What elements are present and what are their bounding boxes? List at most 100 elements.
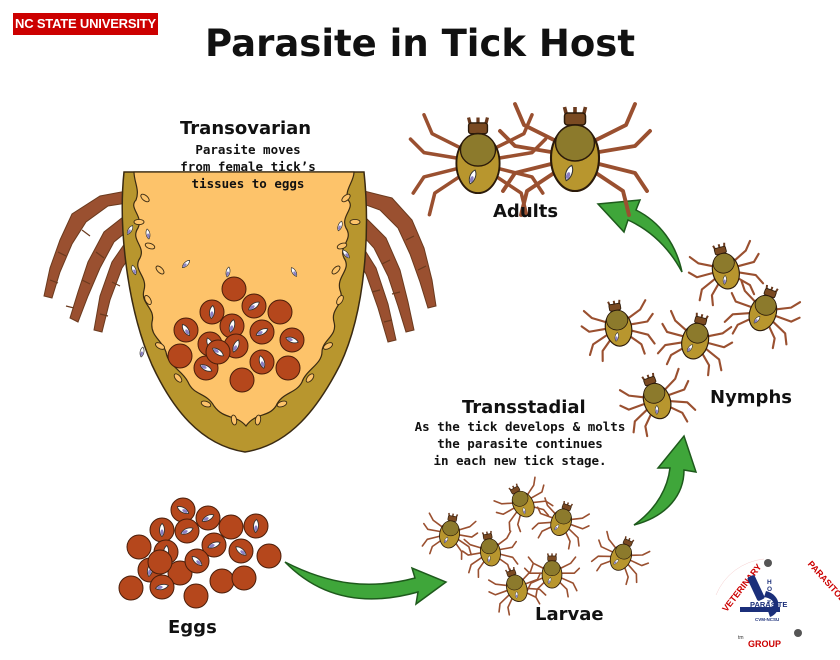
tick-leg <box>523 567 543 575</box>
tick-leg <box>532 506 550 517</box>
logo-bottom-text: GROUP <box>748 639 781 649</box>
tick-leg <box>582 309 607 324</box>
tick-leg <box>559 556 577 570</box>
egg <box>126 534 152 560</box>
university-logo: NC STATE UNIVERSITY <box>13 13 158 35</box>
parasite-nucleus <box>147 233 150 238</box>
tick-leg <box>524 572 542 585</box>
tissue-cell <box>155 342 165 350</box>
egg <box>221 276 247 302</box>
immature-tick <box>523 553 581 598</box>
tick-leg <box>499 540 518 551</box>
tick-leg <box>707 325 733 338</box>
parasite-nucleus <box>260 361 265 367</box>
tick-scutum <box>554 124 596 162</box>
tick-leg <box>561 577 578 592</box>
tick-leg <box>594 102 637 142</box>
tick-leg <box>731 317 752 335</box>
egg <box>167 343 193 369</box>
tick-leg <box>740 279 756 303</box>
tick-leg <box>568 528 580 547</box>
tick-leg <box>421 535 440 547</box>
immature-tick <box>531 497 591 550</box>
tick-leg <box>454 542 463 561</box>
tick-leg <box>590 555 612 563</box>
parasite-nucleus <box>201 365 207 369</box>
parasite-nucleus <box>515 594 518 598</box>
transstadial-title: Transstadial <box>462 397 586 418</box>
transstadial-line: As the tick develops & molts <box>414 419 626 434</box>
tick-scutum <box>481 538 498 555</box>
egg <box>229 367 255 393</box>
adults-label: Adults <box>493 201 559 222</box>
immature-tick <box>580 299 656 363</box>
tick-leg <box>668 405 689 423</box>
tick-leg <box>498 129 553 154</box>
egg <box>231 565 257 591</box>
egg <box>209 568 235 594</box>
tick-leg <box>701 352 711 377</box>
tissue-cell <box>133 218 145 226</box>
tick-leg <box>428 512 443 528</box>
immature-tick <box>493 476 554 533</box>
transovarian-description: Parasite moves from female tick’s tissue… <box>160 141 336 192</box>
tissue-cell <box>140 193 150 203</box>
tick-leg <box>737 252 760 268</box>
tick-leg <box>458 520 477 531</box>
parasite-nucleus <box>444 539 447 543</box>
tick-leg <box>570 513 591 521</box>
tick-leg <box>606 530 617 549</box>
logo-dot-icon <box>764 559 772 567</box>
tick-leg <box>667 379 690 397</box>
immature-tick <box>723 279 802 350</box>
tick-leg <box>627 299 647 320</box>
tick-leg <box>597 162 649 193</box>
tick-leg <box>427 175 461 217</box>
parasite-nucleus <box>257 331 263 335</box>
female-tick-eggs <box>167 276 305 393</box>
tick-leg <box>687 271 714 279</box>
parasite-nucleus <box>548 580 551 584</box>
parasite-nucleus <box>203 517 209 521</box>
tick-leg <box>461 550 482 556</box>
nymphs-label: Nymphs <box>710 387 792 408</box>
parasite-nucleus <box>157 585 163 590</box>
parasite-nucleus <box>614 561 617 564</box>
tick-leg <box>670 400 697 411</box>
tick-leg <box>597 129 652 154</box>
tick-leg <box>570 523 590 530</box>
egg <box>183 583 209 609</box>
migrating-parasites <box>126 220 350 358</box>
tick-leg <box>619 402 646 411</box>
parasite-nucleus <box>345 253 349 258</box>
tick-leg <box>588 334 608 356</box>
tick-leg <box>710 282 720 307</box>
parasite-nucleus <box>127 229 131 234</box>
tick-leg <box>564 531 571 550</box>
tick-leg <box>458 532 479 538</box>
parasite-nucleus <box>240 550 246 555</box>
tick-leg <box>497 530 512 546</box>
egg <box>275 355 301 381</box>
parasite-nucleus <box>148 569 152 575</box>
tissue-cell <box>331 265 341 275</box>
parasite-nucleus <box>565 172 571 179</box>
parasite-nucleus <box>182 530 188 534</box>
tick-leg <box>422 113 461 149</box>
tick-leg <box>530 484 545 499</box>
tick-leg <box>630 312 654 326</box>
tick-scutum <box>511 490 529 507</box>
tick-leg <box>495 507 515 516</box>
adult-tick <box>498 102 652 217</box>
parasite-nucleus <box>615 336 618 341</box>
tick-leg <box>498 594 510 613</box>
tick-leg <box>519 171 556 217</box>
tick-scutum <box>686 322 709 344</box>
tick-leg <box>408 137 459 160</box>
tick-leg <box>664 367 680 391</box>
tick-leg <box>656 341 683 355</box>
tick-leg <box>665 347 685 366</box>
